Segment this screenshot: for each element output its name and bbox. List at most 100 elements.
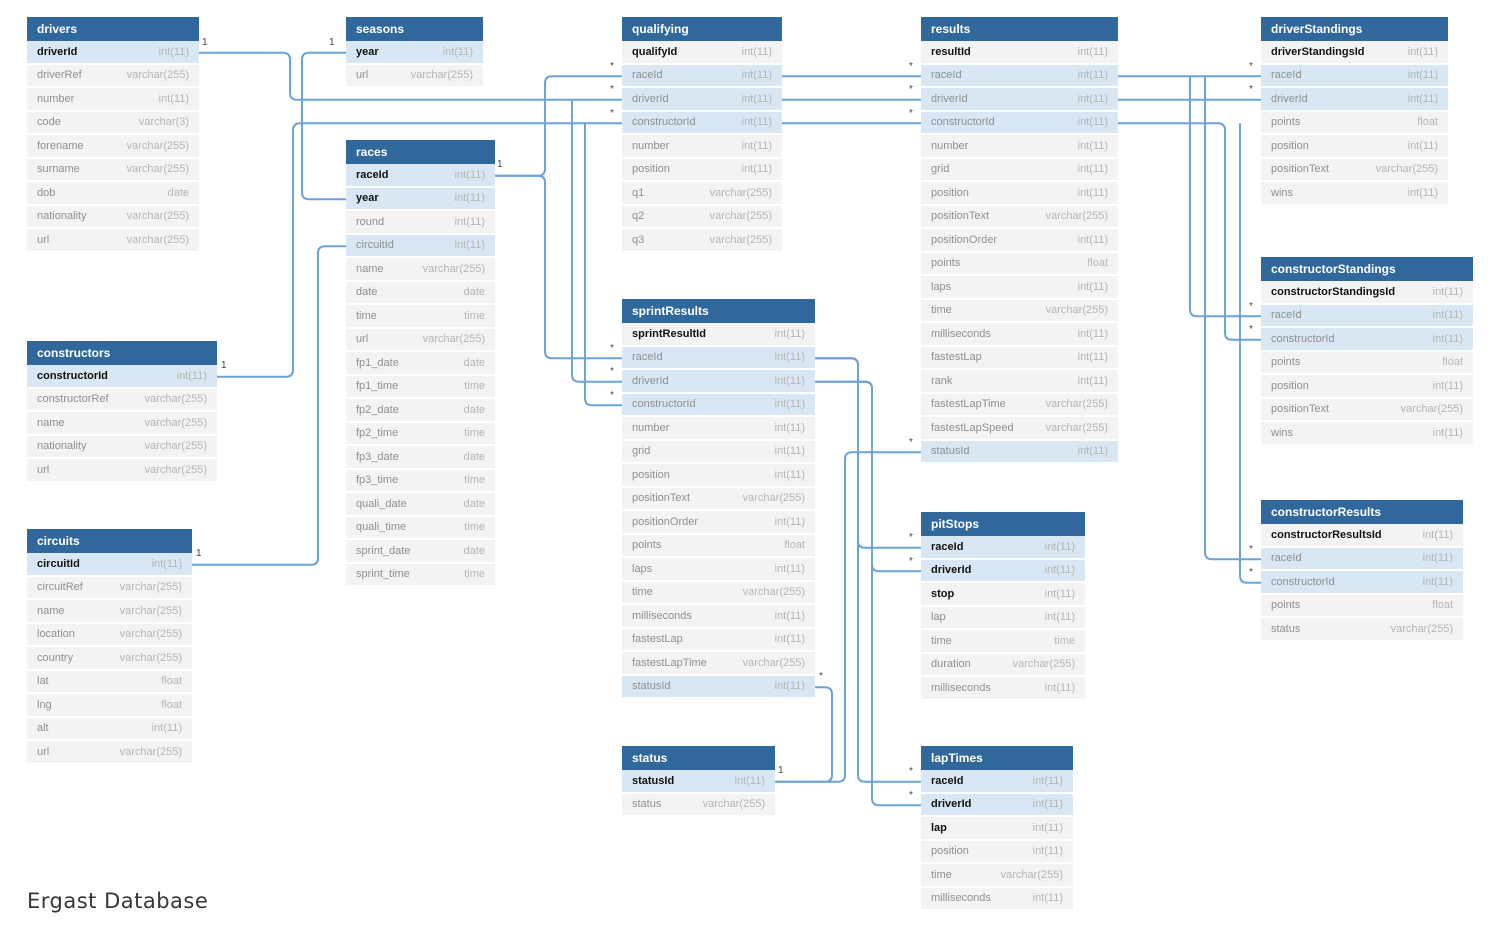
column-name: round	[356, 215, 385, 228]
column-type: varchar(255)	[742, 656, 805, 669]
table-header-sprintResults[interactable]: sprintResults	[622, 299, 815, 323]
column-name: stop	[931, 587, 955, 600]
table-header-seasons[interactable]: seasons	[346, 17, 483, 41]
table-header-qualifying[interactable]: qualifying	[622, 17, 782, 41]
column-type: int(11)	[1032, 892, 1063, 905]
column-name: q2	[632, 210, 645, 223]
column-name: milliseconds	[931, 681, 991, 694]
table-header-lapTimes[interactable]: lapTimes	[921, 746, 1073, 770]
column-name: forename	[37, 139, 84, 152]
column-type: int(11)	[1032, 845, 1063, 858]
column-type: varchar(255)	[126, 163, 189, 176]
table-header-results[interactable]: results	[921, 17, 1118, 41]
column-type: varchar(255)	[1000, 868, 1063, 881]
column-name: time	[931, 634, 952, 647]
column-name: time	[356, 309, 377, 322]
column-name: constructorResultsId	[1271, 528, 1382, 541]
table-header-status[interactable]: status	[622, 746, 775, 770]
column-type: varchar(255)	[1375, 163, 1438, 176]
column-type: int(11)	[1407, 186, 1438, 199]
column-type: int(11)	[774, 609, 805, 622]
column-type: int(11)	[454, 168, 485, 181]
column-type: varchar(255)	[1045, 398, 1108, 411]
column-type: int(11)	[1077, 116, 1108, 129]
column-type: time	[464, 521, 485, 534]
column-type: int(11)	[741, 163, 772, 176]
column-name: nationality	[37, 210, 87, 223]
table-header-races[interactable]: races	[346, 140, 495, 164]
table-header-pitStops[interactable]: pitStops	[921, 512, 1085, 536]
table-header-drivers[interactable]: drivers	[27, 17, 199, 41]
column-type: varchar(255)	[144, 416, 207, 429]
table-header-circuits[interactable]: circuits	[27, 529, 192, 553]
column-races-raceId: raceId int(11)	[346, 164, 495, 188]
table-header-constructors[interactable]: constructors	[27, 341, 217, 365]
table-header-driverStandings[interactable]: driverStandings	[1261, 17, 1448, 41]
column-name: position	[632, 468, 670, 481]
cardinality-many-qualifying-raceId: *	[610, 61, 614, 72]
column-type: varchar(255)	[709, 186, 772, 199]
column-type: int(11)	[741, 139, 772, 152]
column-type: varchar(255)	[742, 492, 805, 505]
column-name: grid	[632, 445, 651, 458]
relationship-drivers-driverId	[815, 380, 921, 573]
column-name: fastestLap	[931, 351, 982, 364]
column-type: int(11)	[151, 557, 182, 570]
column-name: raceId	[356, 168, 389, 181]
column-name: quali_time	[356, 521, 407, 534]
column-name: points	[931, 257, 961, 270]
column-type: int(11)	[774, 398, 805, 411]
table-header-constructorResults[interactable]: constructorResults	[1261, 500, 1463, 524]
column-type: int(11)	[454, 192, 485, 205]
column-type: int(11)	[158, 45, 189, 58]
column-type: varchar(255)	[1045, 421, 1108, 434]
column-type: date	[463, 544, 485, 557]
cardinality-many-constructorStandings-raceId: *	[1249, 301, 1253, 312]
column-type: int(11)	[454, 239, 485, 252]
cardinality-many-pitStops-raceId: *	[909, 532, 913, 543]
cardinality-many-qualifying-constructorId: *	[610, 108, 614, 119]
column-type: int(11)	[1044, 681, 1075, 694]
column-type: date	[463, 356, 485, 369]
column-type: varchar(255)	[119, 581, 182, 594]
column-type: float	[1442, 356, 1463, 369]
table-header-constructorStandings[interactable]: constructorStandings	[1261, 257, 1473, 281]
column-name: qualifyId	[632, 45, 678, 58]
relationship-circuits-circuitId	[192, 245, 346, 566]
column-name: lap	[931, 611, 946, 624]
column-name: raceId	[632, 69, 663, 82]
